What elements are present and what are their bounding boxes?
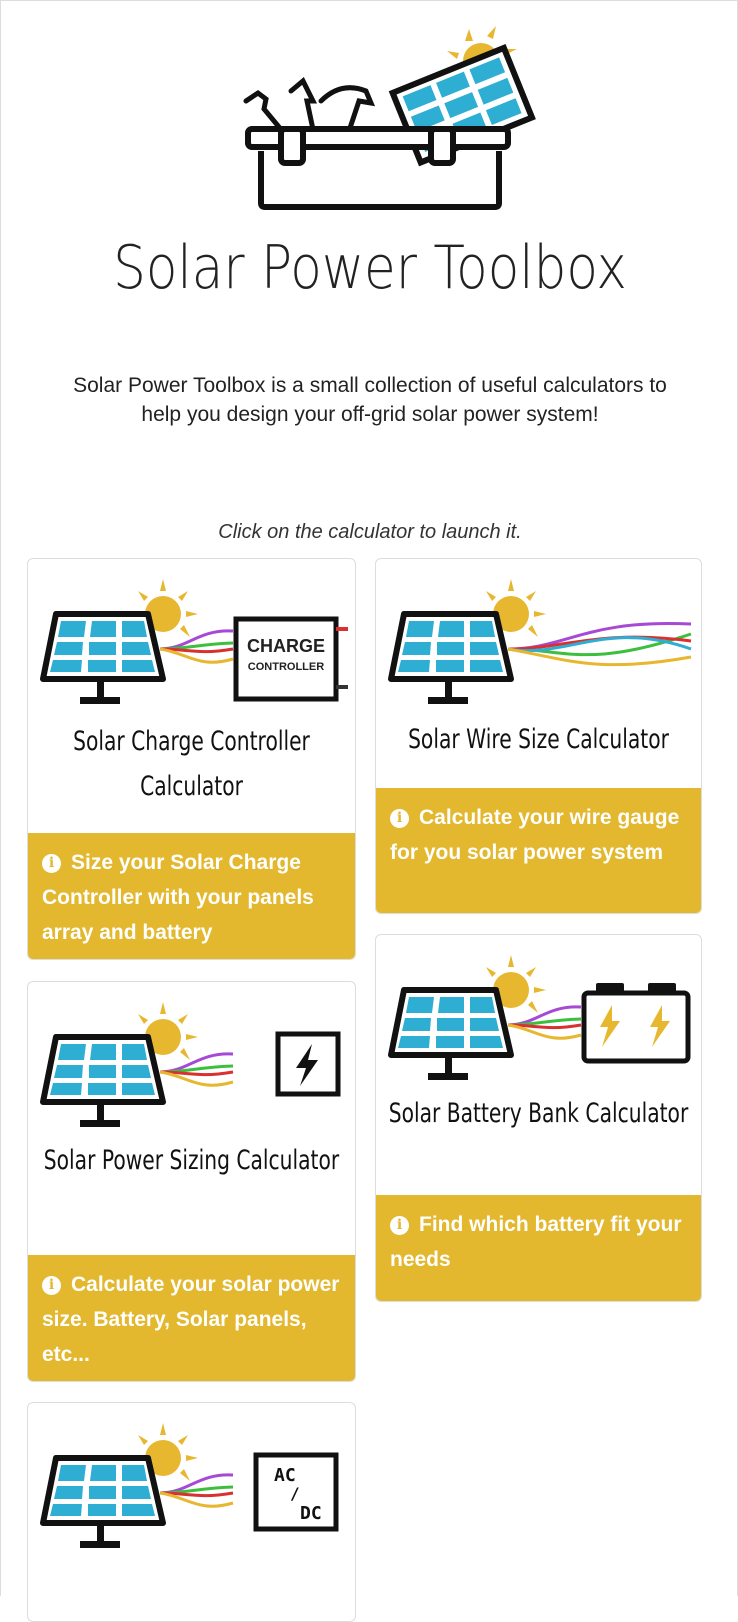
ac-dc-illustration: AC / DC: [38, 1413, 339, 1553]
battery-bank-illustration: [386, 945, 691, 1085]
hint-text: Click on the calculator to launch it.: [218, 521, 522, 543]
info-icon: i: [42, 1276, 61, 1295]
power-sizing-illustration: [38, 992, 341, 1132]
svg-text:CHARGE: CHARGE: [247, 636, 325, 656]
info-icon: i: [42, 854, 61, 873]
card-charge-controller[interactable]: CHARGE CONTROLLER Solar Charge Controlle…: [27, 558, 356, 960]
lightning-icon: [296, 1044, 318, 1086]
card-title: Solar Wire Size Calculator: [408, 724, 669, 755]
brand-title: Solar Power Toolbox: [113, 233, 627, 303]
info-icon: i: [390, 809, 409, 828]
card-title: Solar Battery Bank Calculator: [388, 1098, 689, 1129]
svg-text:/: /: [290, 1484, 300, 1503]
svg-text:CONTROLLER: CONTROLLER: [248, 661, 324, 673]
info-icon: i: [390, 1216, 409, 1235]
intro-text: Solar Power Toolbox is a small collectio…: [73, 374, 667, 426]
card-inverter[interactable]: AC / DC: [27, 1402, 356, 1622]
charge-controller-illustration: CHARGE CONTROLLER: [38, 569, 348, 709]
card-title: Solar Charge Controller Calculator: [73, 726, 310, 802]
svg-text:DC: DC: [300, 1503, 322, 1524]
svg-text:AC: AC: [274, 1465, 296, 1486]
wire-size-illustration: [386, 569, 692, 709]
card-title: Solar Power Sizing Calculator: [43, 1145, 340, 1176]
toolbox-logo: [243, 26, 536, 210]
